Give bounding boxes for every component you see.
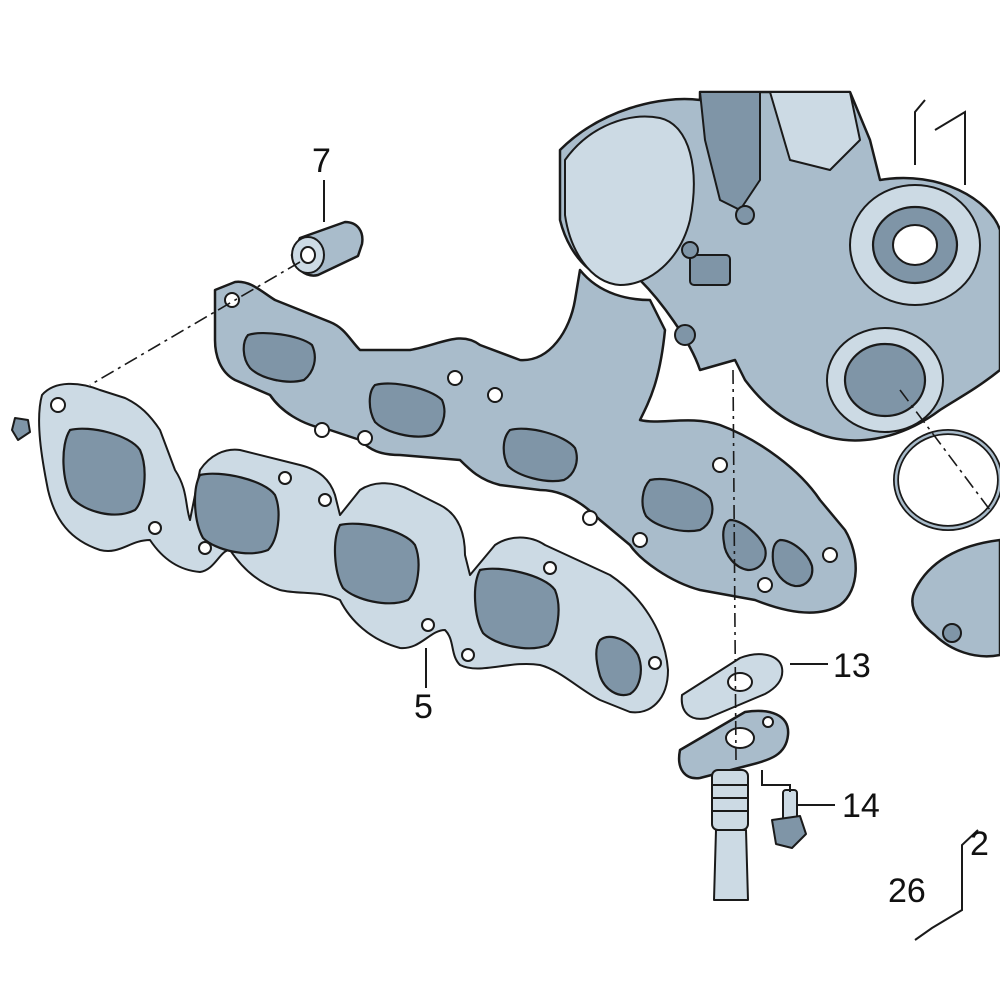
axis-turbo-outlet xyxy=(899,389,991,511)
downpipe-fragment xyxy=(911,538,1000,658)
callout-14: 14 xyxy=(842,787,880,825)
callout-13: 13 xyxy=(833,647,871,685)
stud-bolt xyxy=(11,417,31,441)
bushing xyxy=(290,220,364,277)
callout-5: 5 xyxy=(414,688,433,726)
exhaust-manifold xyxy=(213,268,857,614)
axis-bushing xyxy=(89,261,301,386)
turbocharger xyxy=(558,90,1000,442)
callout-7: 7 xyxy=(312,142,331,180)
oil-line-gasket xyxy=(680,653,784,720)
banjo-bolt xyxy=(771,789,807,849)
oil-line xyxy=(677,709,790,901)
callout-2: 2 xyxy=(970,825,989,863)
manifold-gasket xyxy=(38,382,669,714)
axis-oil-line xyxy=(732,369,737,761)
callout-26: 26 xyxy=(888,872,926,910)
